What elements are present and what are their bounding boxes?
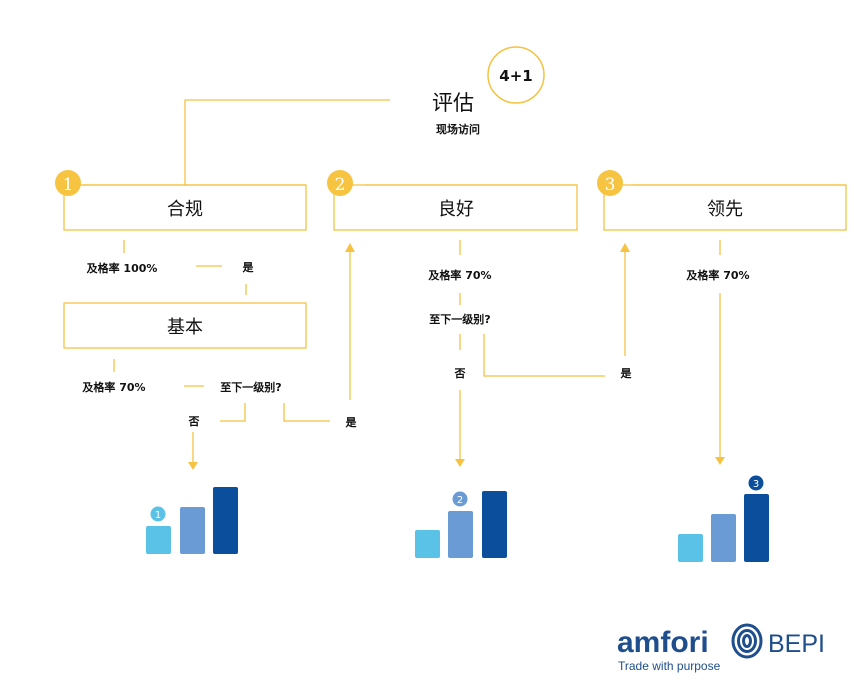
level-number-3-circle: [597, 170, 623, 196]
arrowhead-lead-down: [715, 457, 725, 465]
level-number-2-circle: [327, 170, 353, 196]
basic-label: 基本: [167, 317, 203, 338]
amfori-bepi-logo: amfori BEPI Trade with purpose: [617, 623, 825, 673]
level-number-1-text: 1: [63, 175, 74, 195]
bar-icon-1-large: [213, 487, 238, 554]
bar-badge-3: [747, 474, 765, 492]
arrowhead-good-no: [455, 459, 465, 467]
assessment-subtitle: 现场访问: [436, 122, 480, 136]
bar-icon-good: 2: [415, 490, 507, 558]
level-box-good: [333, 184, 578, 231]
brand-product: BEPI: [768, 630, 825, 658]
yes-label-basic: 是: [345, 416, 358, 429]
level-label-good: 良好: [438, 199, 474, 220]
badge-text: 4+1: [499, 67, 532, 85]
bar-icon-3-medium: [711, 514, 736, 562]
pass-rate-70-basic-label: 及格率 70%: [82, 380, 145, 394]
bar-icon-3-large: [744, 494, 769, 562]
connector-next-to-no: [220, 403, 246, 422]
brand-ring-inner: [742, 634, 752, 648]
basic-box: [63, 302, 307, 349]
bar-badge-1: [149, 505, 167, 523]
connector-next-to-yes: [283, 403, 330, 422]
yes-label-compliance: 是: [242, 261, 255, 274]
pass-rate-70-lead-label: 及格率 70%: [686, 268, 749, 282]
assessment-title: 评估: [432, 91, 474, 115]
brand-tagline: Trade with purpose: [618, 659, 721, 673]
level-number-2: 2: [327, 170, 353, 196]
no-label-basic: 否: [188, 415, 200, 428]
yes-label-good: 是: [620, 367, 633, 380]
arrowhead-to-good: [345, 243, 355, 252]
level-label-lead: 领先: [707, 199, 743, 220]
bar-icon-2-small: [415, 530, 440, 558]
bar-icon-3-small: [678, 534, 703, 562]
arrowhead-to-lead: [620, 243, 630, 252]
bar-icon-2-large: [482, 491, 507, 558]
level-number-3-text: 3: [605, 175, 616, 195]
brand-name: amfori: [617, 626, 709, 659]
bar-badge-3-text: 3: [753, 479, 759, 490]
bar-icon-2-medium: [448, 511, 473, 558]
level-number-1-circle: [55, 170, 81, 196]
level-box-compliance: [63, 184, 307, 231]
level-number-2-text: 2: [335, 175, 346, 195]
bar-badge-1-text: 1: [155, 510, 161, 521]
bar-icon-1-small: [146, 526, 171, 554]
next-level-good-label: 至下一级别?: [429, 312, 490, 326]
arrowhead-basic-no: [188, 462, 198, 470]
bar-badge-2-text: 2: [457, 495, 463, 506]
brand-ring-icon: [731, 623, 763, 659]
bar-icon-compliance: 1: [146, 487, 238, 554]
level-number-3: 3: [597, 170, 623, 196]
connector-title-to-compliance: [184, 99, 390, 185]
pass-rate-100-label: 及格率 100%: [87, 261, 158, 275]
no-label-good: 否: [454, 367, 466, 380]
arrowheads: [188, 243, 725, 470]
bar-icon-lead: 3: [678, 474, 769, 562]
badge-circle: [487, 46, 545, 104]
level-label-compliance: 合规: [167, 199, 203, 220]
bar-badge-2: [451, 490, 469, 508]
brand-ring-middle: [737, 629, 757, 653]
next-level-basic-label: 至下一级别?: [220, 380, 281, 394]
connector-good-next-to-yes: [483, 334, 605, 377]
level-box-lead: [603, 184, 847, 231]
bar-icon-1-medium: [180, 507, 205, 554]
brand-ring-outer: [731, 623, 763, 659]
pass-rate-70-good-label: 及格率 70%: [428, 268, 491, 282]
level-number-1: 1: [55, 170, 81, 196]
